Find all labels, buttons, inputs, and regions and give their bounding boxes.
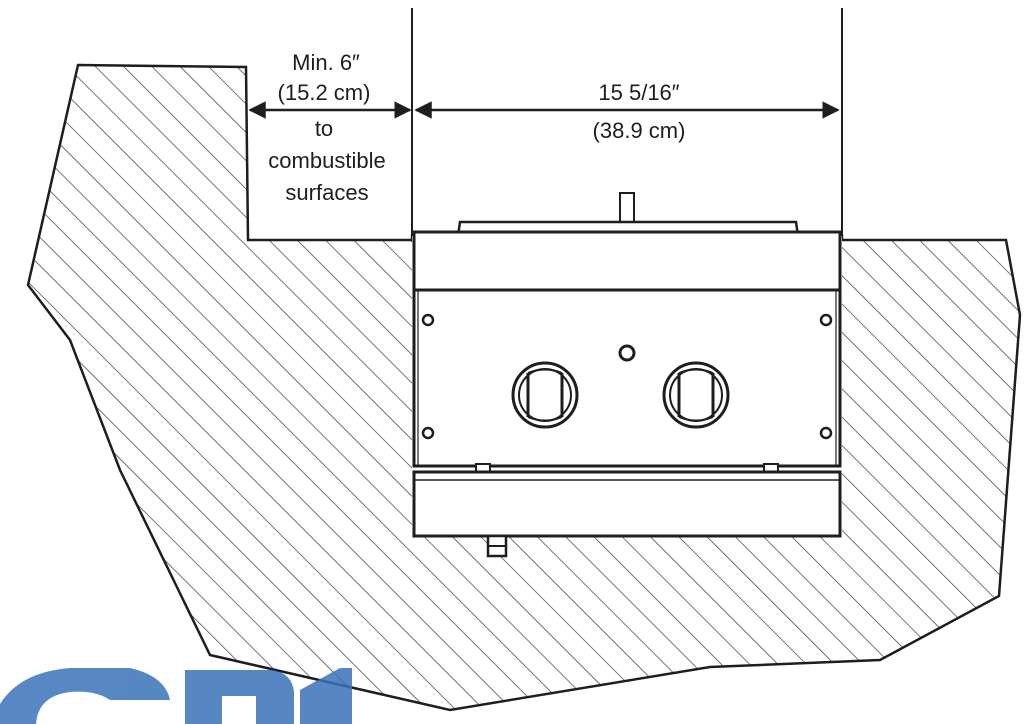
center-bolt-icon: [618, 344, 636, 362]
clearance-label-line5: surfaces: [285, 180, 368, 205]
top-stub: [619, 192, 635, 224]
screw-icon: [819, 426, 833, 440]
right-knob-icon: [662, 361, 730, 429]
clearance-label-line4: combustible: [268, 148, 385, 173]
screw-icon: [421, 426, 435, 440]
screw-icon: [819, 313, 833, 327]
front-panel: [412, 288, 842, 468]
upper-panel: [412, 230, 842, 292]
clearance-label-line3: to: [315, 116, 333, 141]
width-label: 15 5/16″ (38.9 cm): [593, 80, 686, 143]
base-tray: [412, 470, 842, 538]
width-label-imperial: 15 5/16″: [598, 80, 679, 105]
clearance-label-line1: Min. 6″: [292, 50, 360, 75]
width-label-metric: (38.9 cm): [593, 118, 686, 143]
clearance-label: Min. 6″ (15.2 cm) to combustible surface…: [268, 50, 385, 205]
watermark-logo: [0, 668, 352, 724]
screw-icon: [421, 313, 435, 327]
left-knob-icon: [511, 361, 579, 429]
clearance-label-line2: (15.2 cm): [278, 80, 371, 105]
appliance: [412, 192, 842, 558]
